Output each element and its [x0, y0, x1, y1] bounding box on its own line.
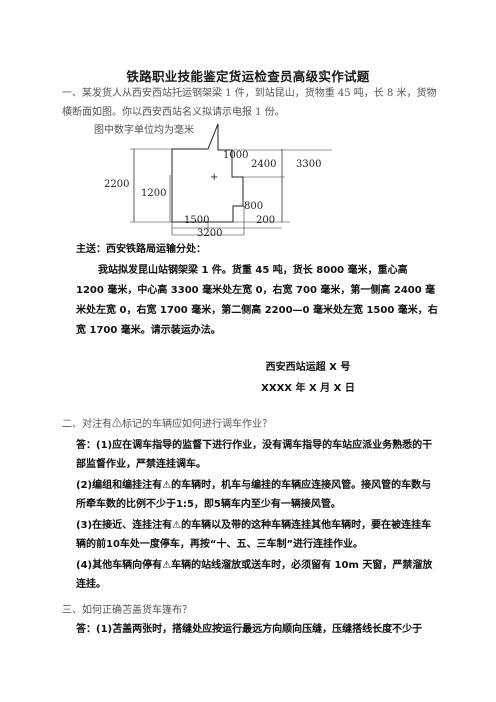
answer-2-1: 答：(1)应在调车指导的监督下进行作业，没有调车指导的车站应派业务熟悉的干部监督… — [76, 440, 433, 470]
answer-2-3: (3)在接近、连挂注有⚠的车辆以及带的这种车辆连挂其他车辆时，要在被连挂车辆的前… — [76, 520, 432, 550]
question-2: 二、对注有⚠标记的车辆应如何进行调车作业？ — [62, 419, 272, 430]
telegram-body: 我站拟发昆山站钢架梁 1 件。货重 45 吨，货长 8000 毫米，重心高 12… — [76, 265, 438, 336]
label-3200: 3200 — [197, 228, 222, 239]
answer-2-2: (2)编组和编挂注有⚠的车辆时，机车与编挂的车辆应连接风管。接风管的车数与所牵车… — [76, 480, 432, 510]
center-mark: + — [210, 172, 218, 183]
label-200: 200 — [256, 215, 275, 226]
label-1000: 1000 — [223, 150, 248, 161]
label-1500: 1500 — [184, 215, 209, 226]
to-line: 主送：西安铁路局运输分处： — [76, 244, 206, 255]
question-1: 一、某发货人从西安西站托运钢架梁 1 件，到站昆山，货物重 45 吨，长 8 米… — [62, 88, 437, 118]
answer-2-4: (4)其他车辆向停有⚠车辆的站线溜放或送车时，必须留有 10m 天窗，严禁溜放连… — [76, 560, 433, 590]
label-1200: 1200 — [141, 188, 166, 199]
sign-station: 西安西站运超 X 号 — [265, 362, 351, 373]
cargo-outline — [171, 123, 244, 223]
question-3: 三、如何正确苫盖货车篷布？ — [62, 605, 192, 616]
document-title: 铁路职业技能鉴定货运检查员高级实作试题 — [126, 69, 370, 84]
figure-note: 图中数字单位均为毫米 — [94, 125, 194, 136]
answer-3-1: 答：(1)苫盖两张时，搭缝处应按运行最远方向顺向压缝，压缝搭线长度不少于 — [76, 624, 423, 635]
label-800: 800 — [244, 201, 263, 212]
label-2200: 2200 — [104, 179, 129, 190]
label-2400: 2400 — [251, 159, 276, 170]
sign-date: XXXX 年 X 月 X 日 — [261, 383, 355, 394]
label-3300: 3300 — [296, 159, 321, 170]
